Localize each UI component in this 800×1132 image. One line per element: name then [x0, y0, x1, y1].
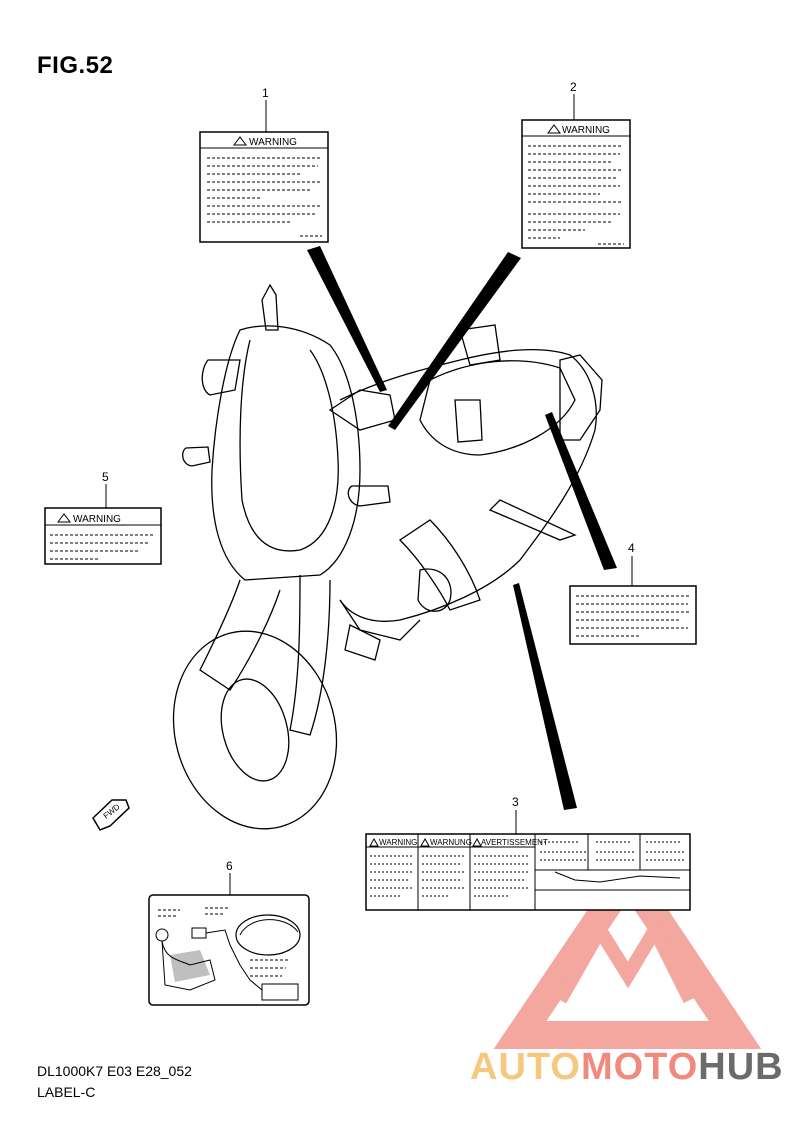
model-code: DL1000K7 E03 E28_052 [37, 1063, 192, 1079]
brand-part-2: MOTO [580, 1046, 699, 1088]
callout-1: 1 [262, 86, 269, 100]
label-2-heading: WARNING [562, 125, 610, 136]
label-3-heading-fr: AVERTISSEMENT [481, 838, 548, 847]
figure-title: FIG.52 [37, 52, 114, 79]
watermark-brand: AUTOMOTOHUB [470, 1046, 784, 1089]
callout-4: 4 [628, 541, 635, 555]
callout-6: 6 [226, 859, 233, 873]
callout-5: 5 [102, 470, 109, 484]
label-5-warning[interactable]: WARNING [44, 484, 162, 565]
label-3-multilang-warning[interactable]: WARNING WARNUNG AVERTISSEMENT [365, 810, 691, 911]
label-1-warning[interactable]: WARNING [199, 100, 329, 243]
section-name: LABEL-C [37, 1084, 96, 1100]
brand-part-1: AUTO [470, 1046, 581, 1088]
fwd-arrow-icon: FWD [92, 799, 130, 831]
label-3-heading-en: WARNING [379, 838, 417, 847]
brand-part-3: HUB [698, 1046, 784, 1088]
callout-2: 2 [570, 80, 577, 94]
label-6-routing[interactable] [148, 873, 310, 1006]
label-1-heading: WARNING [249, 137, 297, 148]
watermark-logo-icon [493, 849, 762, 1049]
label-5-heading: WARNING [73, 514, 121, 525]
label-2-warning[interactable]: WARNING [521, 94, 631, 249]
leader-wedges [307, 246, 617, 810]
callout-3: 3 [512, 795, 519, 809]
label-3-heading-de: WARNUNG [430, 838, 472, 847]
label-4[interactable] [569, 556, 697, 645]
